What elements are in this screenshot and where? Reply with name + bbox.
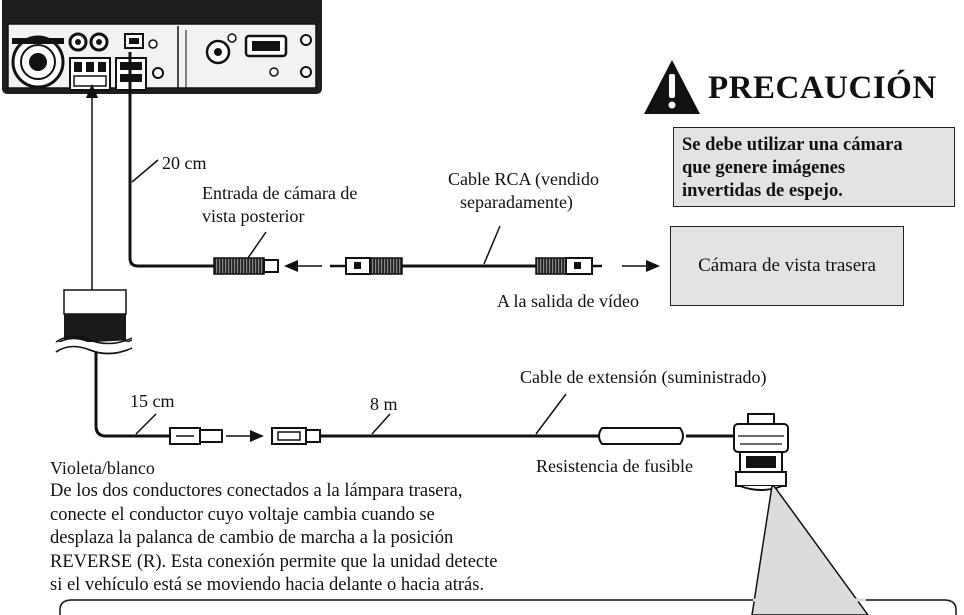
arrow-icon — [284, 260, 298, 272]
warning-box: Se debe utilizar una cámara que genere i… — [673, 127, 955, 207]
harness-bundle — [55, 289, 133, 355]
rear-camera-box-label: Cámara de vista trasera — [698, 255, 876, 276]
warning-line-1: Se debe utilizar una cámara — [682, 135, 903, 155]
clip-connector-icon — [733, 413, 789, 491]
description-line-3: desplaza la palanca de cambio de marcha … — [50, 528, 454, 548]
warning-header: PRECAUCIÓN — [650, 60, 937, 116]
head-unit-rear-panel — [2, 0, 322, 94]
label-rca-cable-1: Cable RCA (vendido — [448, 169, 599, 189]
fuse-resistor-icon — [598, 427, 684, 445]
label-rear-camera-input-1: Entrada de cámara de — [202, 183, 358, 203]
label-violet-white: Violeta/blanco — [50, 458, 155, 478]
label-8m: 8 m — [370, 394, 398, 414]
clip-connector-icon — [271, 427, 321, 445]
label-to-video-output: A la salida de vídeo — [497, 291, 639, 311]
description-line-5: si el vehículo está se moviendo hacia de… — [50, 575, 485, 595]
description-line-4: REVERSE (R). Esta conexión permite que l… — [50, 551, 498, 572]
rca-plug-icon — [213, 257, 279, 275]
rear-camera-box: Cámara de vista trasera — [670, 226, 904, 306]
label-fuse-resistor: Resistencia de fusible — [536, 456, 693, 476]
warning-line-3: invertidas de espejo. — [682, 181, 843, 201]
label-rear-camera-input-2: vista posterior — [202, 206, 305, 226]
arrow-icon — [86, 84, 98, 98]
label-15cm: 15 cm — [130, 391, 175, 411]
arrow-icon — [250, 430, 264, 442]
warning-line-2: que genere imágenes — [682, 158, 846, 178]
description-line-1: De los dos conductores conectados a la l… — [50, 481, 463, 501]
warning-triangle-icon — [644, 60, 700, 114]
warning-title: PRECAUCIÓN — [708, 69, 937, 106]
connection-description: De los dos conductores conectados a la l… — [50, 480, 497, 598]
arrow-icon — [646, 260, 660, 272]
label-extension-cable: Cable de extensión (suministrado) — [520, 367, 767, 387]
label-rca-cable-2: separadamente) — [460, 192, 573, 212]
rca-cable — [330, 257, 602, 275]
clip-connector-icon — [169, 427, 223, 445]
label-20cm: 20 cm — [162, 153, 207, 173]
description-line-2: conecte el conductor cuyo voltaje cambia… — [50, 504, 435, 525]
